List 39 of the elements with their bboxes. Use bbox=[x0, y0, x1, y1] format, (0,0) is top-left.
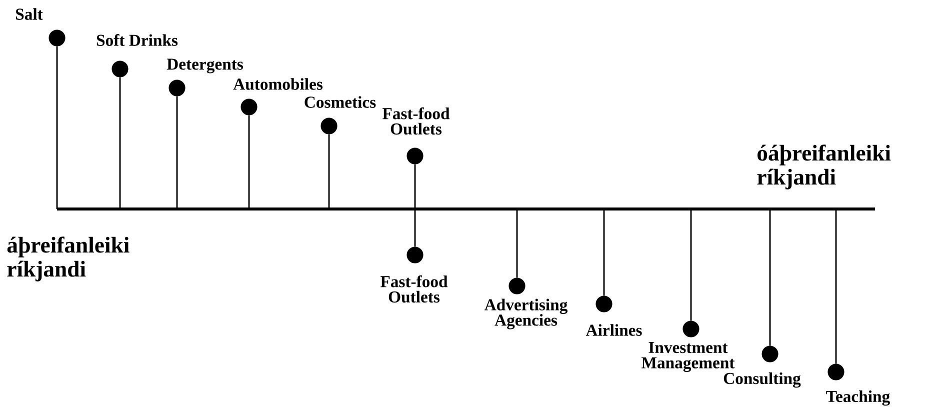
stem-line bbox=[328, 134, 330, 209]
dot bbox=[112, 60, 128, 78]
stem-line bbox=[414, 164, 416, 209]
item-label: Cosmetics bbox=[304, 96, 376, 108]
dot bbox=[682, 320, 700, 338]
item-label: Consulting bbox=[724, 372, 801, 388]
axis-line bbox=[57, 208, 875, 210]
item-label: Soft Drinks bbox=[96, 34, 178, 46]
dot bbox=[762, 346, 778, 362]
stem-line bbox=[248, 115, 250, 209]
item-label: Investment Management bbox=[642, 342, 735, 372]
item-label: Advertising Agencies bbox=[484, 298, 568, 330]
stem-line bbox=[835, 209, 837, 364]
axis-end-label: óáþreifanleiki ríkjandi bbox=[757, 144, 891, 190]
dot bbox=[508, 278, 526, 294]
axis-end-label: áþreifanleiki ríkjandi bbox=[7, 236, 130, 282]
item-label: Fast-food Outlets bbox=[380, 275, 448, 303]
item-label: Detergents bbox=[166, 58, 244, 74]
stem-line bbox=[176, 96, 178, 209]
item-label: Automobiles bbox=[233, 78, 323, 90]
dot bbox=[240, 98, 258, 116]
stem-line bbox=[516, 209, 518, 278]
stem-line bbox=[56, 46, 58, 209]
stem-line bbox=[414, 209, 416, 247]
dot bbox=[320, 118, 338, 134]
dot bbox=[596, 296, 612, 312]
stem-line bbox=[119, 77, 121, 209]
dot bbox=[828, 364, 844, 380]
dot bbox=[406, 148, 424, 164]
item-label: Airlines bbox=[586, 324, 642, 336]
dot bbox=[406, 246, 424, 264]
dot bbox=[48, 30, 66, 46]
item-label: Fast-food Outlets bbox=[382, 107, 450, 135]
item-label: Salt bbox=[16, 8, 43, 20]
dot bbox=[168, 80, 186, 96]
stem-line bbox=[603, 209, 605, 296]
item-label: Teaching bbox=[826, 390, 890, 406]
stem-line bbox=[769, 209, 771, 346]
stem-line bbox=[690, 209, 692, 321]
